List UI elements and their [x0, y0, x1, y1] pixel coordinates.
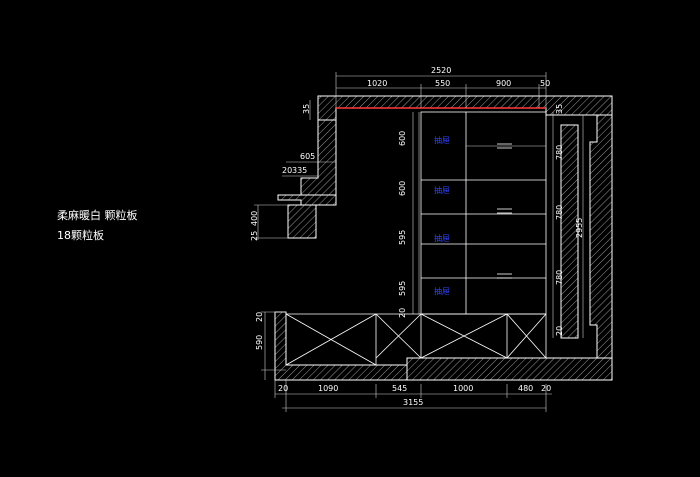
dim-top-1020: 1020 [367, 79, 387, 88]
drawer-label-2: 抽屉 [434, 185, 450, 195]
wall-left-step [277, 194, 337, 206]
dim-left-20: 20 [282, 166, 292, 175]
base-cabinets [285, 313, 547, 366]
wall-bottom [406, 357, 613, 381]
dim-left-20b: 20 [255, 312, 264, 322]
top-dimensions [335, 72, 547, 108]
material-note: 柔麻暖白 颗粒板 [57, 208, 138, 222]
dim-mid-20: 20 [398, 308, 407, 318]
dim-mid-600b: 600 [398, 181, 407, 196]
tall-cabinet [412, 111, 547, 315]
drawer-label-1: 抽屉 [434, 135, 450, 145]
wall-right-inner [560, 124, 579, 339]
dim-right-20: 20 [555, 326, 564, 336]
wall-bottom-left [274, 311, 408, 381]
dim-bot-1000: 1000 [453, 384, 473, 393]
dim-bot-20b: 20 [541, 384, 551, 393]
dim-right-2955: 2955 [575, 218, 584, 238]
dim-bot-480: 480 [518, 384, 533, 393]
dim-bot-total: 3155 [403, 398, 423, 407]
board-note: 18颗粒板 [57, 228, 104, 242]
wall-right [589, 114, 613, 359]
dim-bot-1090: 1090 [318, 384, 338, 393]
dim-right-780b: 780 [555, 205, 564, 220]
dim-top-total: 2520 [431, 66, 451, 75]
drawer-handles [497, 143, 512, 279]
dim-left-25: 25 [250, 231, 259, 241]
left-dimensions [254, 100, 336, 380]
dim-left-590: 590 [255, 335, 264, 350]
dim-top-50: 50 [540, 79, 550, 88]
walls [274, 95, 613, 381]
dim-right-780a: 780 [555, 145, 564, 160]
right-dimensions [552, 112, 584, 338]
dim-right-35: 35 [555, 104, 564, 114]
dim-top-550: 550 [435, 79, 450, 88]
dim-mid-595a: 595 [398, 230, 407, 245]
dim-left-335: 335 [292, 166, 307, 175]
dim-bot-20a: 20 [278, 384, 288, 393]
dim-top-900: 900 [496, 79, 511, 88]
dim-mid-595b: 595 [398, 281, 407, 296]
drawer-label-4: 抽屉 [434, 286, 450, 296]
dim-mid-600a: 600 [398, 131, 407, 146]
dim-left-605: 605 [300, 152, 315, 161]
bottom-dimensions [274, 380, 552, 412]
dim-bot-545: 545 [392, 384, 407, 393]
dim-left-35: 35 [302, 104, 311, 114]
dim-left-400: 400 [250, 211, 259, 226]
dim-right-780c: 780 [555, 270, 564, 285]
drawer-label-3: 抽屉 [434, 233, 450, 243]
wall-left-mid [287, 204, 317, 239]
